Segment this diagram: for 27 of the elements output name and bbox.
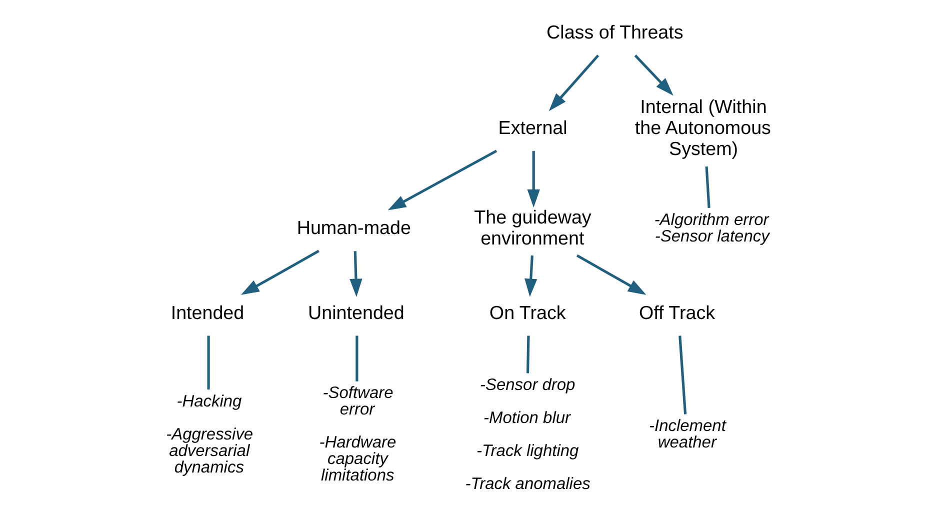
arrow bbox=[388, 150, 498, 210]
connector bbox=[356, 336, 358, 382]
connector bbox=[705, 166, 710, 208]
node-text: -Algorithm error -Sensor latency bbox=[654, 211, 770, 246]
node-text: On Track bbox=[489, 302, 566, 323]
node-text: Off Track bbox=[639, 302, 716, 323]
connector bbox=[678, 336, 687, 414]
arrow bbox=[524, 255, 538, 297]
node-text: -Software error -Hardware capacity limitations bbox=[319, 384, 396, 485]
node-text: Intended bbox=[170, 302, 244, 323]
node-text: -Hacking -Aggressive adversarial dynamics bbox=[166, 392, 254, 476]
node-text: Internal (Within the Autonomous System) bbox=[634, 96, 771, 160]
arrow bbox=[576, 254, 646, 295]
connector bbox=[207, 336, 210, 390]
node-text: The guideway environment bbox=[474, 206, 592, 249]
node-text: -Inclement weather bbox=[649, 417, 726, 452]
node-text: -Sensor drop -Motion blur -Track lighting -Track anomalies bbox=[465, 376, 590, 493]
node-text: Unintended bbox=[308, 302, 404, 323]
node-text: Human-made bbox=[296, 217, 411, 238]
node-text: Class of Threats bbox=[546, 22, 684, 43]
arrow bbox=[527, 150, 540, 208]
arrow bbox=[548, 54, 600, 112]
arrow bbox=[240, 250, 320, 295]
node-text: External bbox=[498, 116, 568, 138]
connector bbox=[526, 336, 530, 374]
arrow bbox=[634, 54, 674, 96]
arrow bbox=[350, 251, 362, 297]
